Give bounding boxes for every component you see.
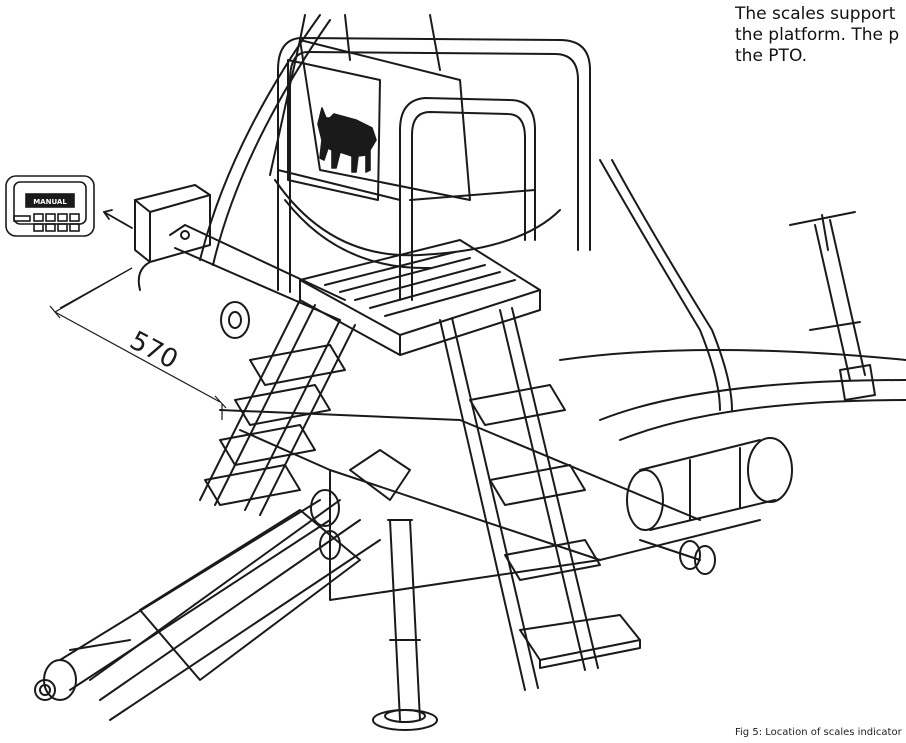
display-unit-label: MANUAL <box>33 198 67 206</box>
caption-line: the PTO. <box>735 46 808 66</box>
pto-shaft <box>34 489 340 701</box>
dimension-line <box>49 267 227 420</box>
drawbar <box>69 499 381 721</box>
display-unit-icon <box>5 175 95 237</box>
platform-grate <box>299 239 541 356</box>
jack-stand <box>372 519 438 731</box>
caption-line: the platform. The p <box>735 25 900 45</box>
air-tank <box>626 437 793 531</box>
front-wheels <box>220 301 716 575</box>
chassis <box>219 349 906 601</box>
arrow-icon <box>103 209 133 229</box>
indicator-mount <box>134 184 346 321</box>
left-stairs <box>199 299 356 516</box>
cow-sign <box>287 59 381 201</box>
caption-text: The scales support the platform. The p t… <box>735 4 906 67</box>
dimension-label: 570 <box>125 326 183 376</box>
cow-silhouette-icon <box>317 107 377 173</box>
hopper <box>269 14 561 270</box>
handrail <box>277 37 591 301</box>
caption-line: The scales support <box>735 4 896 24</box>
front-stairs <box>439 307 641 691</box>
figure-caption: Fig 5: Location of scales indicator <box>735 727 902 738</box>
spreader-arm <box>789 211 876 401</box>
frame-rails <box>199 14 733 411</box>
